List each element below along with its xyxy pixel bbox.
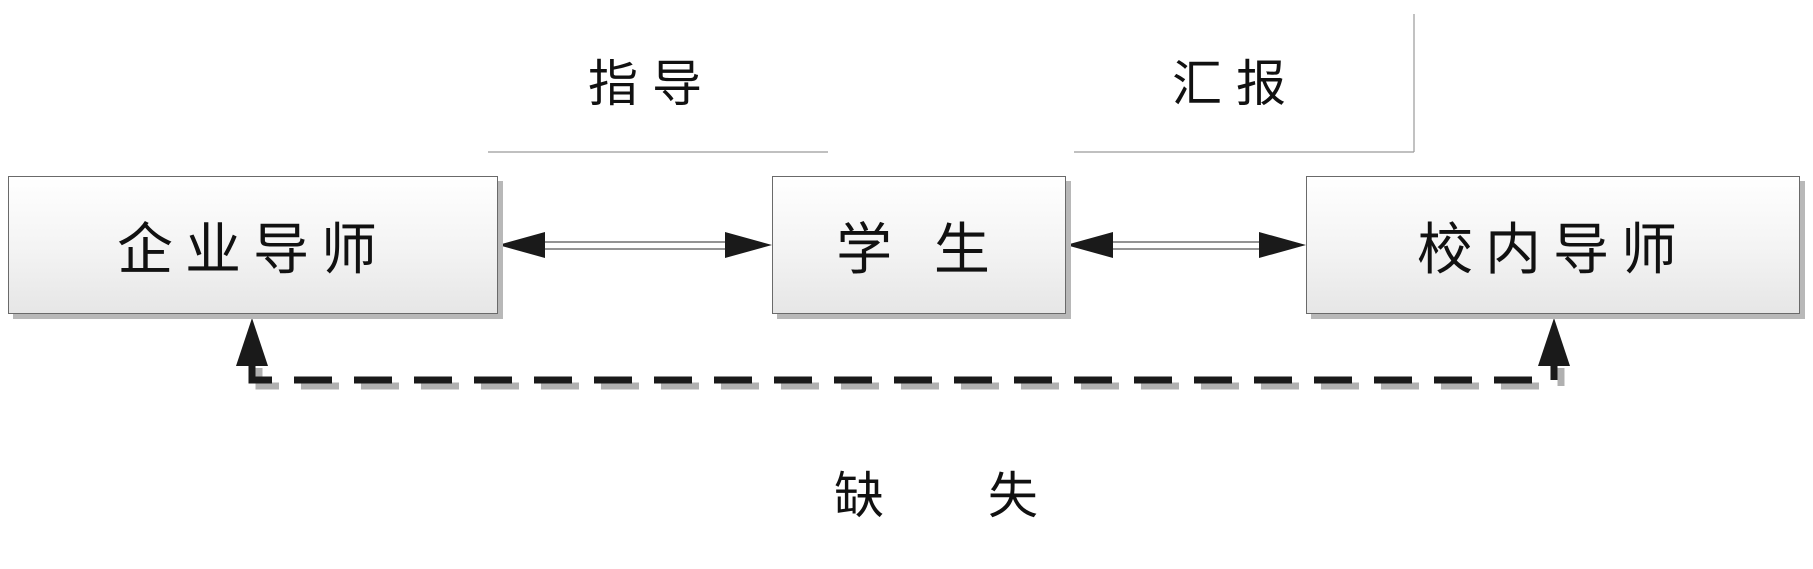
arrow-student-school: [1066, 232, 1306, 258]
node-student: 学 生: [772, 176, 1066, 314]
node-label: 学 生: [836, 217, 1002, 283]
node-label: 企业导师: [117, 217, 389, 283]
node-enterprise-mentor: 企业导师: [8, 176, 498, 314]
node-label: 校内导师: [1417, 217, 1689, 283]
arrowhead-right-icon: [725, 232, 772, 258]
arrowhead-up-icon: [1538, 318, 1570, 366]
node-school-mentor: 校内导师: [1306, 176, 1800, 314]
arrowhead-left-icon: [498, 232, 545, 258]
edge-label-guidance: 指导: [588, 55, 716, 113]
arrowhead-left-icon: [1066, 232, 1113, 258]
missing-link-connector: [236, 318, 1570, 390]
edge-label-missing: 缺 失: [834, 467, 1082, 525]
arrow-enterprise-student: [498, 232, 772, 258]
arrowhead-right-icon: [1259, 232, 1306, 258]
edge-label-report: 汇报: [1172, 55, 1300, 113]
arrowhead-up-icon: [236, 318, 268, 366]
